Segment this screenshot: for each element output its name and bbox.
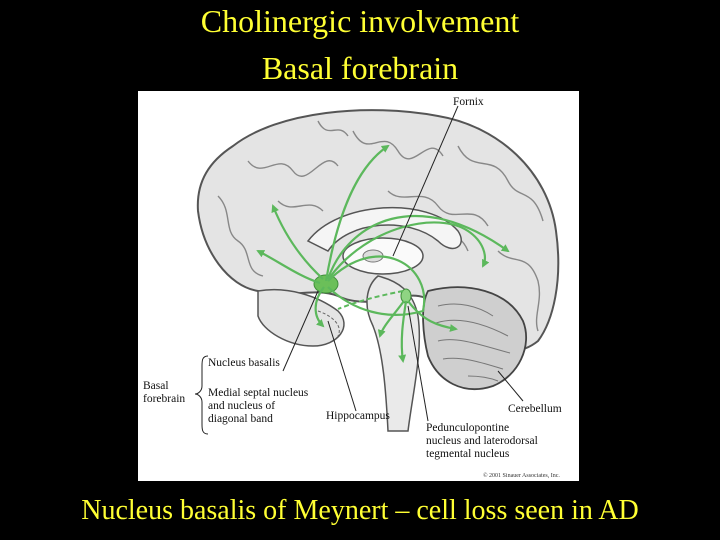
corpus-callosum — [306, 206, 462, 252]
copyright-text: © 2001 Sinauer Associates, Inc. — [483, 472, 560, 479]
label-medial-septal-3: diagonal band — [208, 413, 273, 425]
temporal-lobe — [257, 288, 345, 347]
slide-title-line1: Cholinergic involvement — [200, 3, 520, 39]
label-ppn-2: nucleus and laterodorsal — [426, 435, 538, 447]
label-hippocampus: Hippocampus — [326, 410, 390, 422]
label-basal-2: forebrain — [143, 393, 185, 405]
cholinergic-pathways — [256, 144, 510, 363]
slide-title-line2: Basal forebrain — [261, 50, 459, 86]
label-ppn-1: Pedunculopontine — [426, 422, 509, 434]
basal-forebrain-bracket — [194, 355, 209, 435]
label-fornix: Fornix — [453, 96, 484, 108]
brain-diagram-panel: Fornix Nucleus basalis Medial septal nuc… — [138, 91, 579, 481]
slide-caption: Nucleus basalis of Meynert – cell loss s… — [81, 495, 639, 526]
brainstem — [366, 275, 421, 432]
label-ppn-3: tegmental nucleus — [426, 448, 510, 460]
cerebellum-folia — [435, 303, 511, 382]
hippocampus-region — [317, 310, 340, 337]
label-cerebellum: Cerebellum — [508, 403, 562, 415]
ppn-dashed-path — [337, 290, 404, 310]
label-medial-septal-1: Medial septal nucleus — [208, 387, 309, 399]
leader-lines — [282, 105, 524, 422]
cerebellum — [422, 286, 528, 391]
label-medial-septal-2: and nucleus of — [208, 400, 275, 412]
label-basal-1: Basal — [143, 380, 169, 392]
label-nucleus-basalis: Nucleus basalis — [208, 357, 280, 369]
brain-diagram: Fornix Nucleus basalis Medial septal nuc… — [143, 96, 562, 479]
